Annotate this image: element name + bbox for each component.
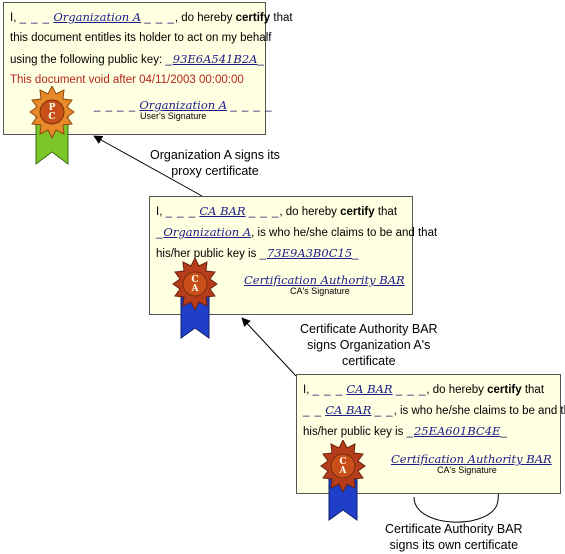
cert-2-certify-word: certify [340,206,375,218]
seal-1-letter-p: P [49,103,56,113]
cert-3-that: that [524,384,545,396]
ca-seal-icon: C A [172,258,218,339]
cert-2-claims: , is who he/she claims to be and that [251,227,438,239]
arrow-ca-to-org-cert [93,135,203,197]
cert-2-key-label: his/her public key is [156,248,257,260]
cert-2-line-2: _Organization A, is who he/she claims to… [156,225,438,239]
cert-1-that: that [273,12,293,24]
seal-3-letter-a: A [339,466,348,476]
cert-1-certify-word: certify [235,12,271,24]
cert-2-line-3: his/her public key is _73E9A3B0C15_ [156,246,360,260]
cert-2-signature-name: Certification Authority BAR [244,273,405,287]
cert-1-line-1: I, _ _ _ Organization A _ _ _, do hereby… [10,10,293,24]
cert-3-prefix: I, [303,384,310,396]
cert-3-certify-word: certify [487,384,522,396]
cert-2-subject-name: Organization A [163,225,252,239]
cert-1-issuer-name: Organization A [53,10,142,24]
seal-2-center [182,271,208,297]
ca-self-seal-icon: C A [320,440,366,521]
cert-2-that: that [377,206,398,218]
cert-2-signature: Certification Authority BAR [244,273,405,287]
cert-3-issuer-name: CA BAR [346,382,393,396]
cert-1-key-label: using the following public key: [10,54,163,66]
caption-ca-self-signs: Certificate Authority BAR signs its own … [385,522,523,552]
cert-3-line-3: his/her public key is _25EA601BC4E_ [303,424,508,438]
cert-3-public-key: 25EA601BC4E [413,424,501,438]
cert-3-signature-name: Certification Authority BAR [391,452,552,466]
cert-1-signature-name: Organization A [139,98,228,112]
cert-2-issuer-name: CA BAR [199,204,246,218]
cert-3-claims: , is who he/she claims to be and that [393,405,565,417]
seal-2-letter-c: C [191,275,198,285]
cert-1-signature: _ _ _ _ Organization A _ _ _ _ [94,98,273,112]
cert-1-line-2: this document entitles its holder to act… [10,32,272,44]
cert-2-line-1: I, _ _ _ CA BAR _ _ _, do hereby certify… [156,204,398,218]
proxy-seal-icon: P C [29,86,75,165]
cert-3-line-1: I, _ _ _ CA BAR _ _ _, do hereby certify… [303,382,545,396]
seal-2-letter-a: A [191,284,200,294]
caption-org-signs-proxy: Organization A signs its proxy certifica… [150,148,280,178]
cert-2-signature-caption: CA's Signature [290,286,350,296]
cert-3-key-label: his/her public key is [303,426,404,438]
cert-1-public-key: 93E6A541B2A [172,52,258,66]
cert-3-signature-caption: CA's Signature [437,465,497,475]
cert-2-hereby: , do hereby [279,206,337,218]
cert-2-prefix: I, [156,206,163,218]
cert-3-signature: Certification Authority BAR [391,452,552,466]
caption-ca-signs-org: Certificate Authority BAR signs Organiza… [300,322,438,368]
arrow-ca-self-to-org-cert [241,317,297,377]
cert-1-prefix: I, [10,12,17,24]
cert-3-subject-name: CA BAR [325,403,372,417]
cert-1-hereby: , do hereby [174,12,233,24]
cert-1-void-date: This document void after 04/11/2003 00:0… [10,74,244,86]
cert-1-line-3: using the following public key: _93E6A54… [10,52,265,66]
cert-3-line-2: _ _ CA BAR _ _, is who he/she claims to … [303,400,565,422]
cert-3-hereby: , do hereby [426,384,484,396]
proxy-certificate-card: I, _ _ _ Organization A _ _ _, do hereby… [3,2,293,135]
cert-1-signature-caption: User's Signature [140,111,207,121]
seal-1-letter-c: C [48,112,55,122]
cert-2-public-key: 73E9A3B0C15 [266,246,353,260]
seal-3-letter-c: C [339,457,346,467]
seal-1-center [39,99,65,125]
seal-3-center [330,453,356,479]
